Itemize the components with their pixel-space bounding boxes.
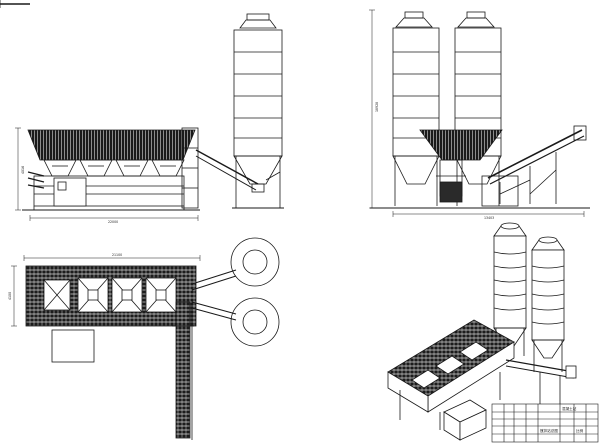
title-block-drawing-name: 搅拌站总图	[540, 428, 558, 433]
plan-view	[11, 237, 280, 440]
plan-aggregate-bins	[43, 277, 177, 313]
side-belt-conveyor	[487, 125, 587, 204]
side-elevation-view	[369, 9, 590, 217]
plan-control-room	[51, 329, 95, 363]
front-width-dim: 22000	[108, 220, 118, 224]
title-block	[491, 403, 599, 443]
sheet-corner-mark	[0, 0, 30, 8]
side-silo-1	[392, 11, 440, 206]
isometric-view	[387, 222, 577, 441]
front-elevation-view	[15, 127, 259, 221]
iso-silo-2	[531, 236, 565, 372]
side-width-dim: 13403	[484, 216, 494, 220]
plan-width-dim: 21100	[112, 253, 122, 257]
front-hopper-roof	[27, 129, 196, 161]
title-block-text: 混凝土站 搅拌站总图 比例	[540, 406, 584, 433]
plan-silo-2	[230, 297, 280, 347]
plan-vertical-conveyor	[172, 300, 194, 440]
front-frame-body	[33, 175, 185, 207]
front-height-dim: 4016	[21, 166, 25, 174]
title-block-scale-label: 比例	[576, 428, 584, 433]
front-control-room	[53, 177, 87, 207]
front-silo	[232, 13, 284, 209]
front-left-conveyor	[27, 171, 45, 189]
title-block-project: 混凝土站	[562, 406, 577, 411]
front-hopper-bins	[43, 159, 185, 177]
plan-height-dim: 4100	[8, 292, 12, 300]
side-hopper	[419, 129, 503, 161]
plan-silo-1	[230, 237, 280, 287]
side-height-dim: 18928	[375, 102, 379, 112]
